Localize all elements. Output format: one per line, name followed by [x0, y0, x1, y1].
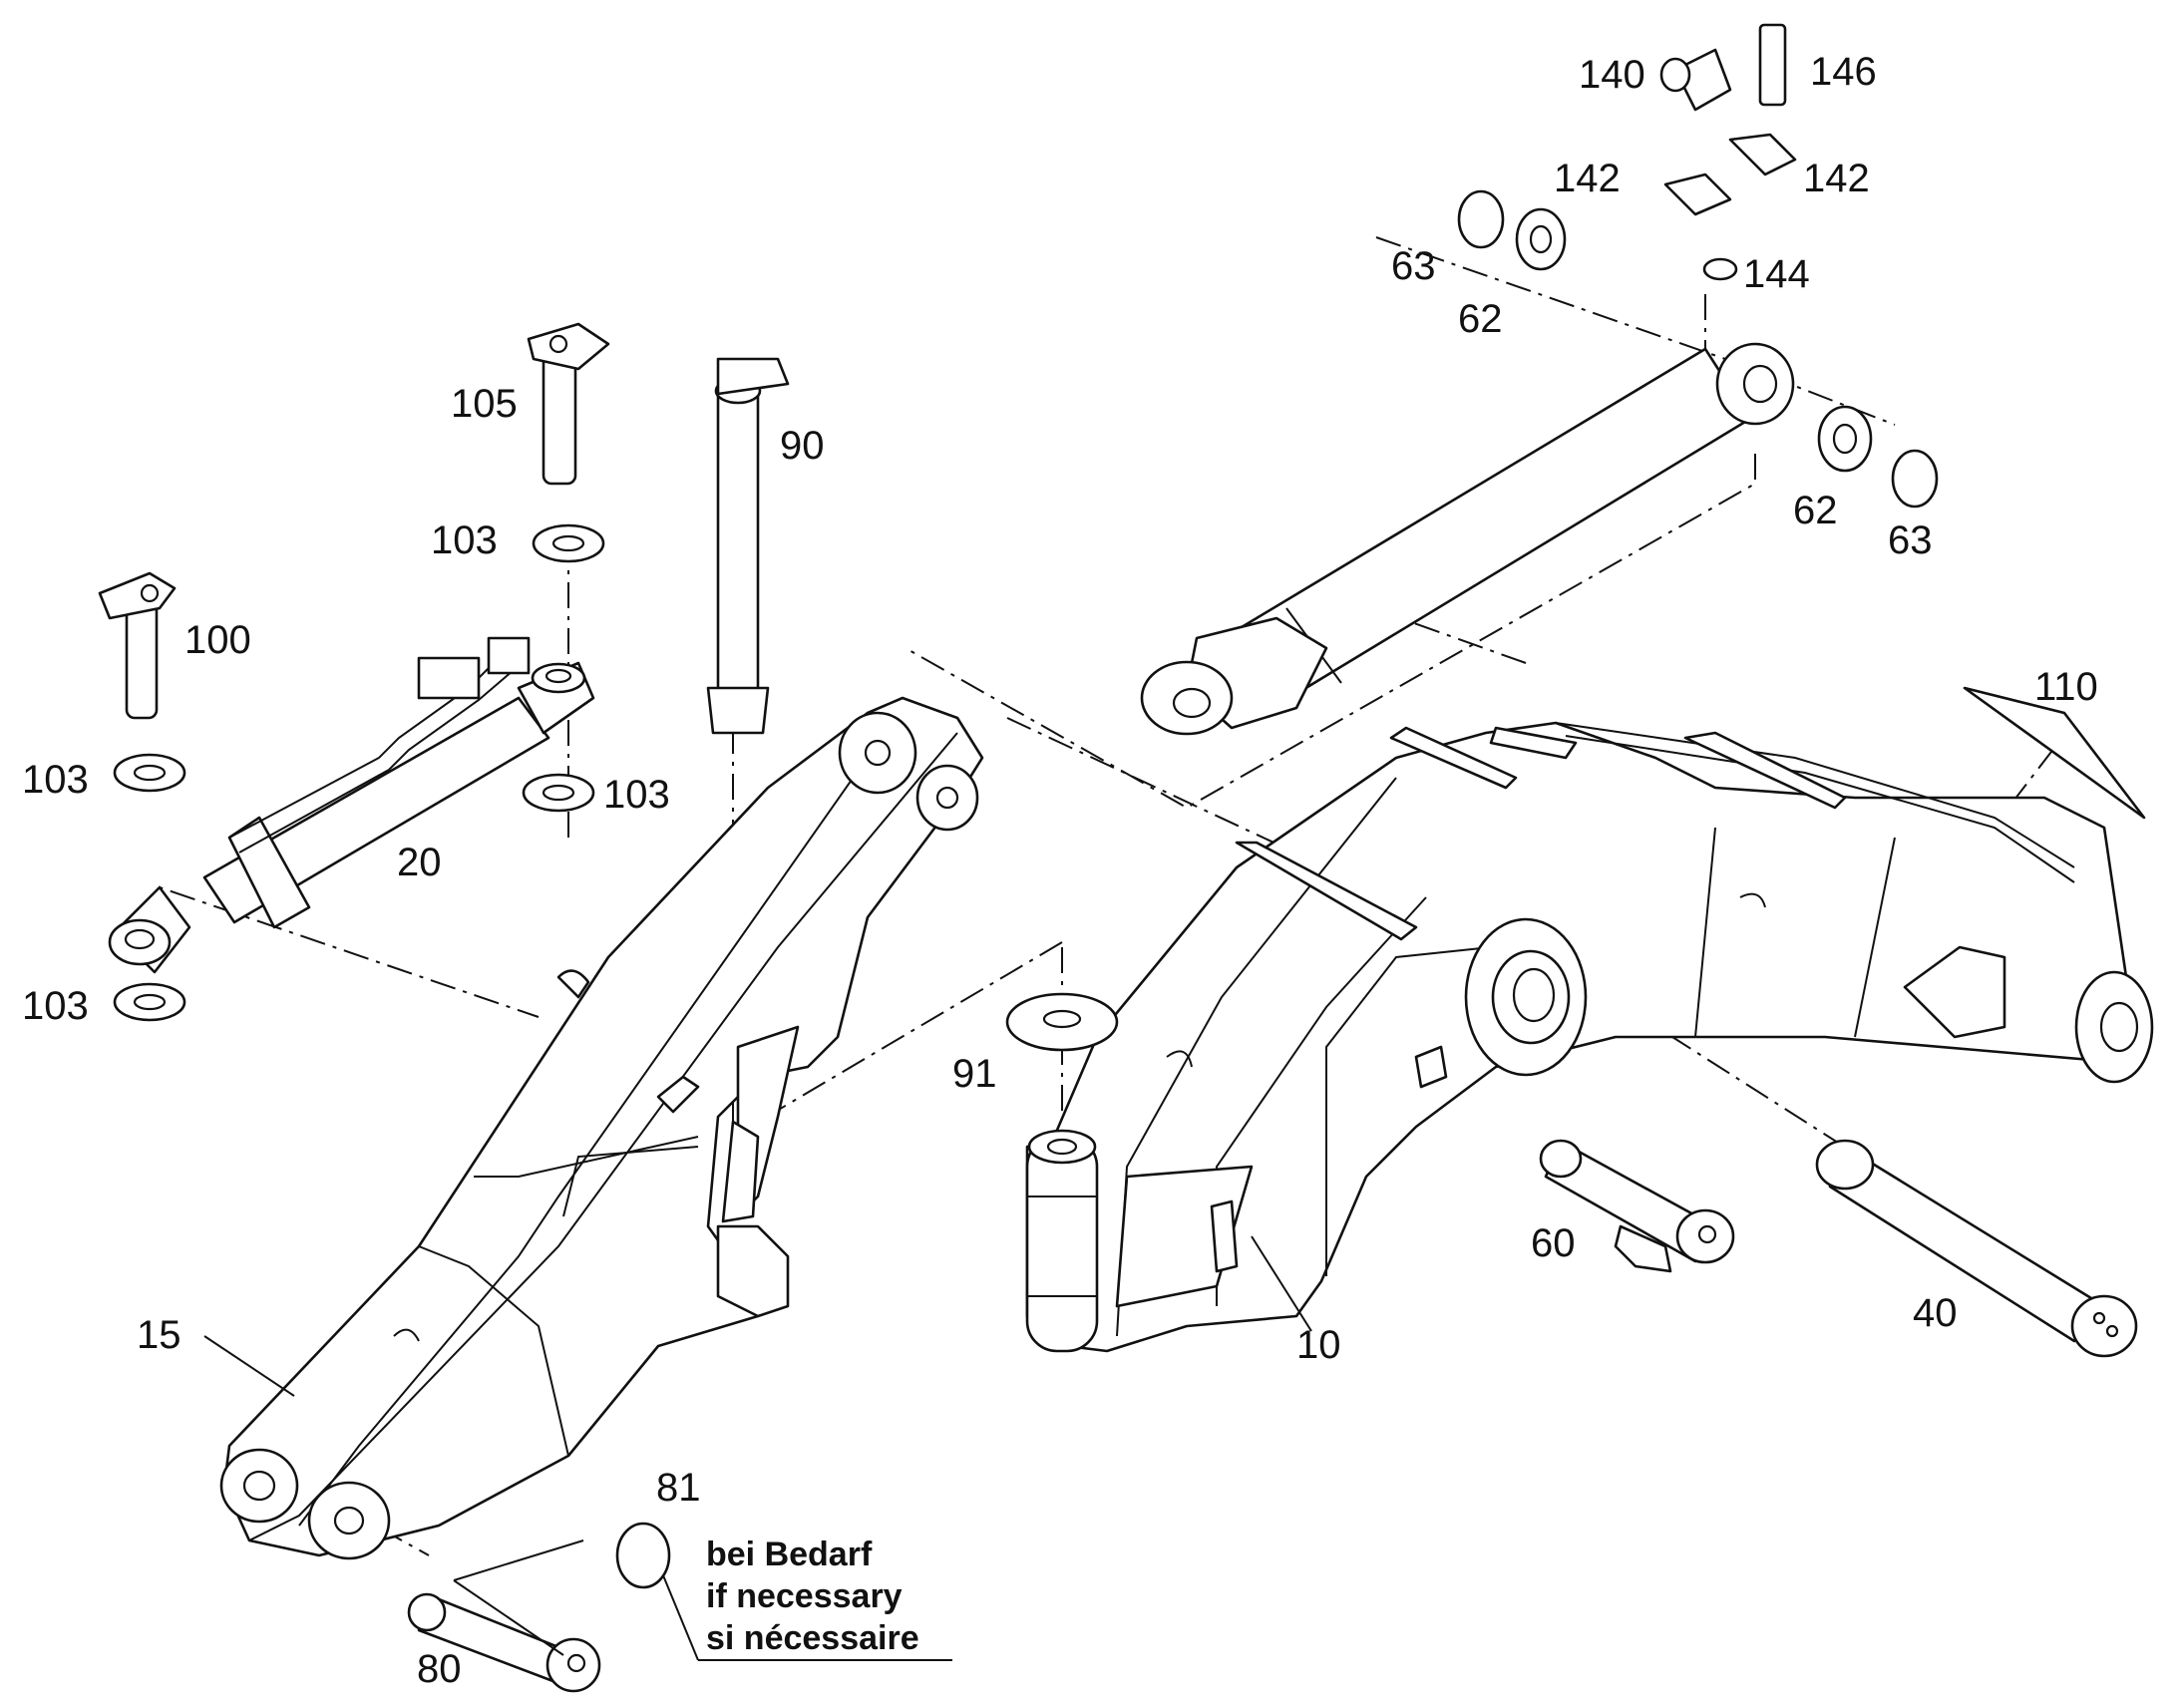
label-142-right: 142	[1803, 157, 1870, 200]
label-103-mid-right: 103	[603, 773, 670, 817]
cylinder-part-20	[108, 636, 595, 974]
pin-part-60	[1539, 1139, 1735, 1273]
label-110: 110	[2034, 665, 2098, 709]
label-105: 105	[451, 382, 518, 426]
pin-part-40	[1815, 1139, 2138, 1358]
label-62-left: 62	[1458, 297, 1503, 341]
pin-part-80	[407, 1592, 601, 1693]
washer-part-91	[1005, 992, 1119, 1052]
label-91: 91	[952, 1052, 997, 1096]
callout-lines	[203, 1235, 1312, 1661]
label-100: 100	[184, 618, 251, 662]
label-40: 40	[1913, 1291, 1958, 1335]
label-63-left: 63	[1391, 244, 1436, 288]
pin-part-90	[706, 357, 790, 735]
washers-part-103	[113, 523, 605, 1022]
part-labels: 10 15 20 40 60 62 62 63 63 80 81 90 91 1…	[22, 50, 2098, 1691]
label-15: 15	[137, 1313, 182, 1357]
label-81: 81	[656, 1466, 701, 1510]
note-french: si nécessaire	[706, 1619, 919, 1657]
main-boom-part-10	[1025, 721, 2154, 1353]
label-60: 60	[1531, 1221, 1576, 1265]
decal-part-110	[1963, 686, 2146, 820]
label-80: 80	[417, 1647, 462, 1691]
label-63-right: 63	[1888, 518, 1933, 562]
label-140: 140	[1579, 53, 1645, 97]
label-142-left: 142	[1554, 157, 1621, 200]
label-103-bottom: 103	[22, 984, 89, 1028]
label-62-right: 62	[1793, 489, 1838, 532]
note-german: bei Bedarf	[706, 1536, 873, 1573]
pin-part-100	[98, 571, 177, 720]
label-10: 10	[1296, 1323, 1341, 1367]
arm-part-15	[219, 696, 984, 1560]
if-necessary-note: bei Bedarf if necessary si nécessaire	[706, 1536, 919, 1657]
label-90: 90	[780, 424, 825, 468]
label-103-mid-left: 103	[22, 758, 89, 802]
note-english: if necessary	[706, 1577, 903, 1615]
label-103-top: 103	[431, 518, 498, 562]
label-20: 20	[397, 841, 442, 884]
label-146: 146	[1810, 50, 1877, 94]
label-144: 144	[1743, 252, 1810, 296]
shim-part-81	[615, 1522, 671, 1589]
pin-part-105	[527, 322, 610, 486]
boom-cylinder-assembly	[1140, 23, 1939, 736]
